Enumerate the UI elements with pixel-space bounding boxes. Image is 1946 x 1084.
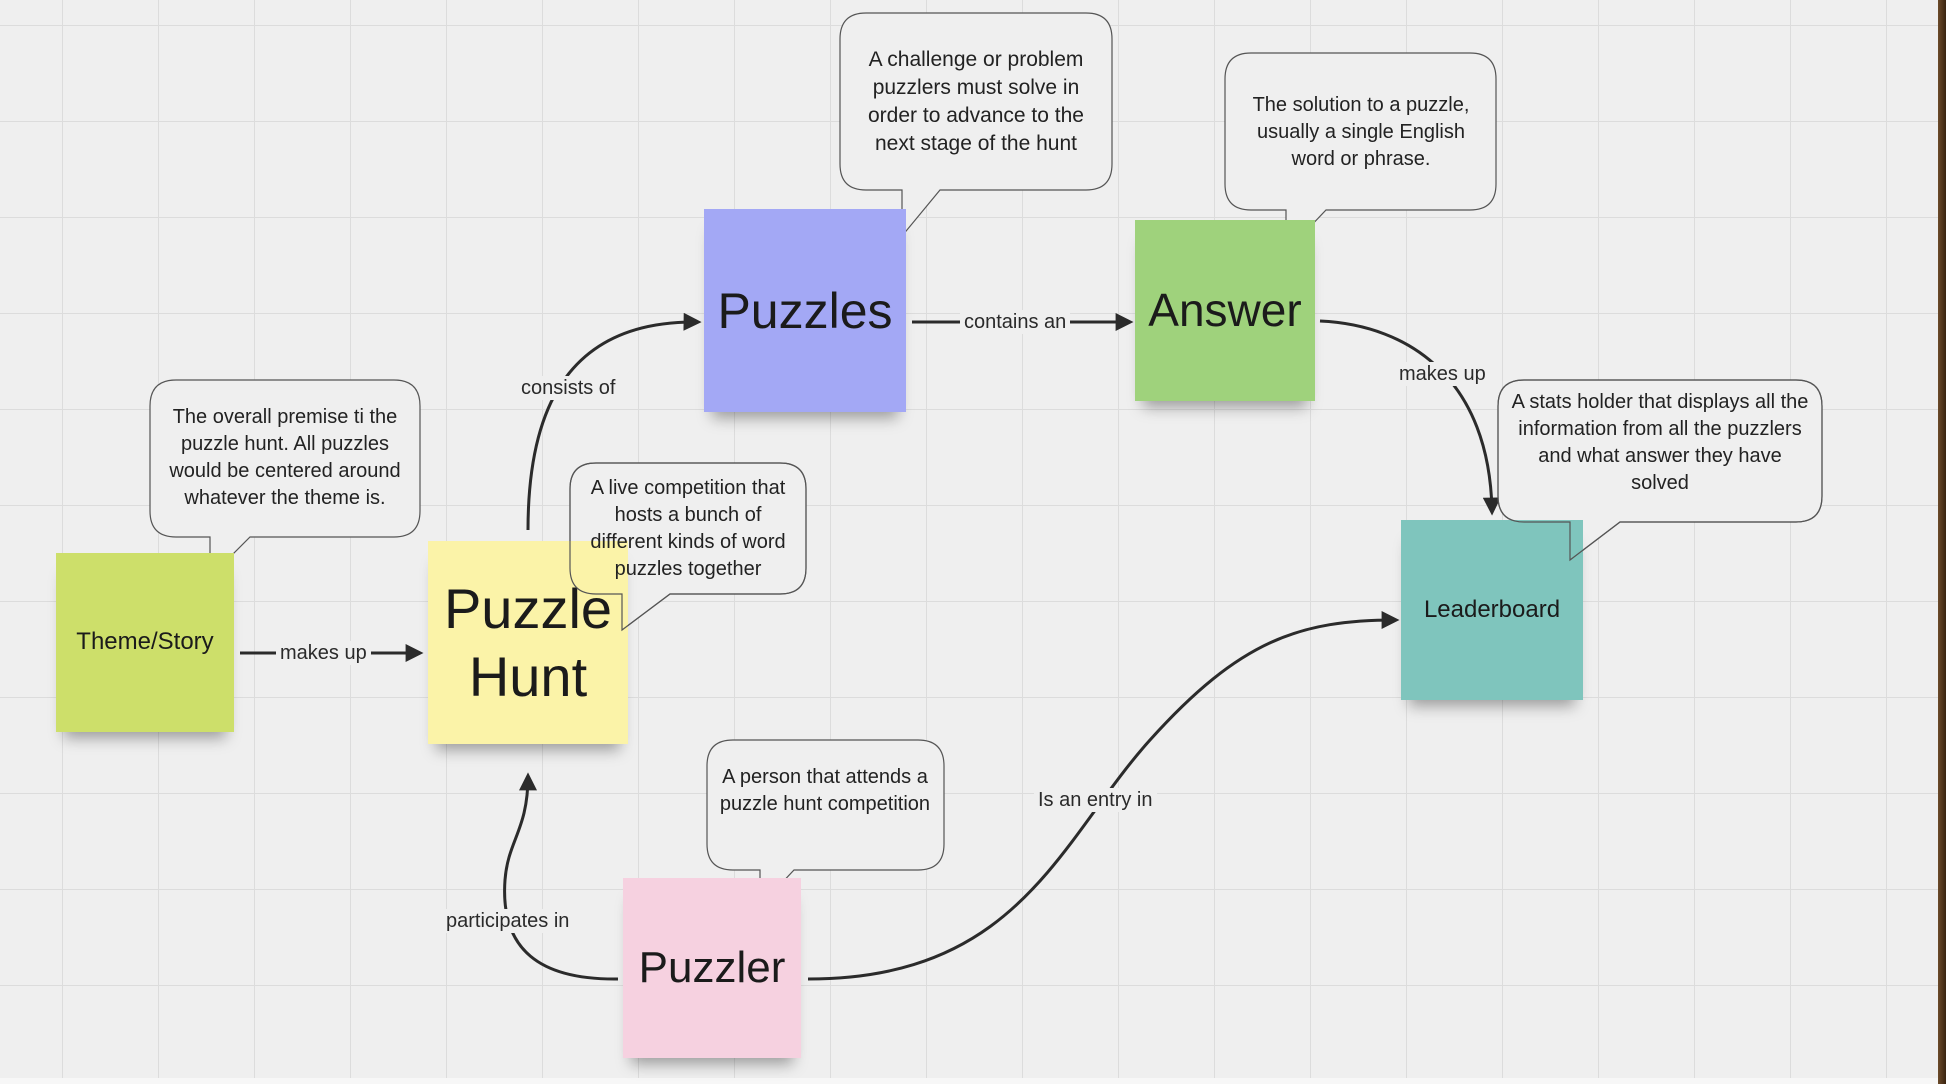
sticky-note-puzzles[interactable]: Puzzles — [704, 209, 906, 412]
sticky-note-label: Puzzles — [717, 282, 893, 339]
puzzles-description-bubble[interactable] — [839, 12, 1113, 238]
sticky-note-answer[interactable]: Answer — [1135, 220, 1315, 401]
puzzle-hunt-description-text: A live competition that hosts a bunch of… — [590, 477, 786, 580]
connector-answer-to-leaderboard[interactable] — [1319, 319, 1501, 516]
connector-label-hunt-to-puzzles: consists of — [517, 376, 620, 400]
sticky-note-label: Puzzler — [638, 942, 786, 992]
theme-story-description-text: The overall premise ti the puzzle hunt. … — [169, 406, 401, 509]
sticky-note-label: Puzzle Hunt — [443, 577, 613, 708]
puzzles-description-text: A challenge or problem puzzlers must sol… — [868, 48, 1084, 155]
window-edge — [1938, 0, 1946, 1084]
sticky-note-theme-story[interactable]: Theme/Story — [56, 553, 234, 732]
sticky-note-label: Answer — [1148, 283, 1302, 336]
connector-label-theme-to-hunt: makes up — [276, 641, 371, 665]
sticky-note-label: Theme/Story — [76, 628, 214, 656]
canvas-bottom-edge — [0, 1078, 1938, 1084]
answer-description-text: The solution to a puzzle, usually a sing… — [1252, 94, 1470, 170]
sticky-note-leaderboard[interactable]: Leaderboard — [1401, 520, 1583, 700]
sticky-note-puzzler[interactable]: Puzzler — [623, 878, 801, 1058]
connector-puzzler-to-leaderboard[interactable] — [807, 611, 1400, 981]
connector-puzzler-to-hunt[interactable] — [503, 772, 619, 981]
leaderboard-description-text: A stats holder that displays all the inf… — [1511, 391, 1809, 494]
connector-label-puzzler-to-hunt: participates in — [442, 909, 574, 933]
connector-label-answer-to-leaderboard: makes up — [1395, 362, 1490, 386]
sticky-note-label: Leaderboard — [1423, 595, 1561, 623]
connector-label-puzzles-to-answer: contains an — [960, 310, 1071, 334]
connector-label-puzzler-to-leaderboard: Is an entry in — [1034, 788, 1157, 812]
puzzler-description-text: A person that attends a puzzle hunt comp… — [719, 766, 931, 815]
